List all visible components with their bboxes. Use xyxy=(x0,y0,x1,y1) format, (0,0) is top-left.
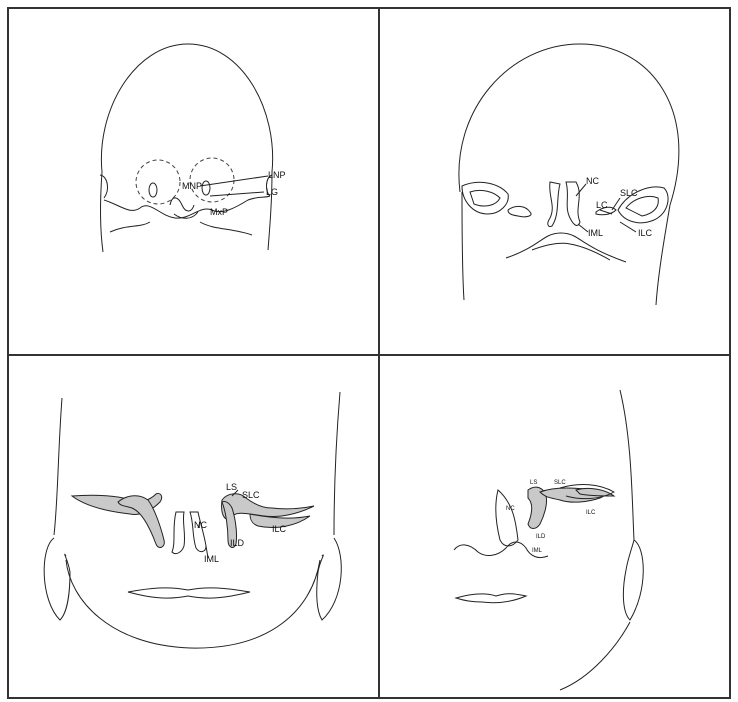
right-eye-inner xyxy=(626,196,658,216)
head-outline xyxy=(101,44,272,172)
label-ild: ILD xyxy=(230,538,245,548)
label-lnp: LNP xyxy=(268,170,286,180)
label-slc: SLC xyxy=(242,490,260,500)
lc-leader xyxy=(600,210,612,214)
left-nasal-pit xyxy=(149,183,157,197)
label-ls: LS xyxy=(530,480,537,486)
mouth xyxy=(128,588,250,598)
mouth-inner xyxy=(532,243,610,260)
right-nasal-slit xyxy=(566,182,580,225)
lower-jaw-line xyxy=(110,222,252,235)
right-nostril xyxy=(190,512,206,552)
frontonasal-process xyxy=(170,198,194,211)
label-ild: ILD xyxy=(536,534,546,540)
left-ear xyxy=(44,538,70,620)
panel-bottom-right: LS SLC NC ILC ILD IML xyxy=(454,390,643,690)
label-nc: NC xyxy=(506,506,515,512)
label-ls: LS xyxy=(226,482,237,492)
mouth xyxy=(456,594,526,603)
chin-outline xyxy=(66,560,320,648)
label-maxp: MxP xyxy=(210,207,228,217)
right-nasal-pit xyxy=(202,181,210,195)
chin-outline xyxy=(560,622,630,690)
right-head-side xyxy=(334,392,340,535)
left-head-side xyxy=(54,398,62,535)
left-lacrimal-groove xyxy=(508,206,531,216)
nose-profile xyxy=(496,490,518,546)
label-nc: NC xyxy=(194,520,207,530)
right-ear xyxy=(317,538,341,620)
right-side xyxy=(656,205,670,305)
figure-border xyxy=(8,8,730,698)
right-side xyxy=(268,172,272,250)
panel-top-right: NC SLC LC ILC IML xyxy=(459,44,679,305)
label-slc: SLC xyxy=(620,188,638,198)
label-slc: SLC xyxy=(554,480,566,486)
right-ear xyxy=(623,540,643,620)
label-ilc: ILC xyxy=(272,524,287,534)
label-iml: IML xyxy=(204,554,219,564)
left-nostril xyxy=(172,512,185,554)
left-eye xyxy=(462,182,508,214)
left-side xyxy=(101,172,103,252)
panel-bottom-left: LS SLC NC ILC ILD IML xyxy=(44,392,341,648)
mouth-outline xyxy=(506,233,626,262)
left-side xyxy=(462,192,464,300)
label-iml: IML xyxy=(532,548,543,554)
iml-leader xyxy=(578,224,588,232)
head-back-outline xyxy=(620,390,634,540)
label-lg: LG xyxy=(266,187,278,197)
label-mnp: MNP xyxy=(182,181,202,191)
lg-leader xyxy=(210,192,264,196)
left-nasal-slit xyxy=(548,182,560,227)
label-nc: NC xyxy=(586,176,599,186)
ilc-leader xyxy=(620,222,636,232)
label-iml: IML xyxy=(588,228,603,238)
left-nasal-placode xyxy=(136,160,180,204)
panel-top-left: LNP MNP LG MxP xyxy=(100,44,286,252)
label-ilc: ILC xyxy=(638,228,653,238)
label-lc: LC xyxy=(596,200,608,210)
left-eye-inner xyxy=(470,190,500,206)
label-ilc: ILC xyxy=(586,510,596,516)
head-outline xyxy=(459,44,679,205)
right-lacrimal-sac xyxy=(222,494,314,519)
mandible-line xyxy=(104,196,270,218)
